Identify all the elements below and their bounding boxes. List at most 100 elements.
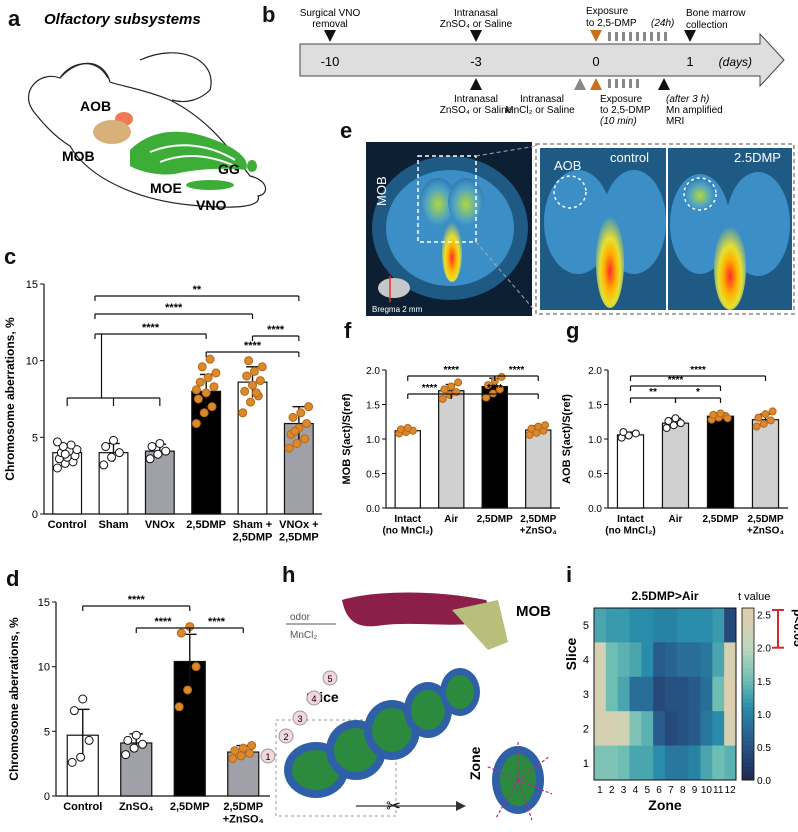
zoom-panel-frame [535, 143, 795, 315]
tick-minus3: -3 [470, 54, 482, 69]
c-point [242, 371, 252, 381]
i-heat-cell [594, 676, 607, 712]
c-xtick-label: VNOx [145, 519, 176, 531]
i-xtick-label: 10 [701, 785, 713, 796]
cut-arrowhead [456, 801, 466, 811]
g-xtick-label: Air [669, 514, 683, 525]
event-exposure-l2: to 2,5-DMP [586, 18, 637, 29]
event-surgical-l1: Surgical VNO [300, 8, 361, 19]
g-point [662, 423, 671, 432]
i-heat-cell [724, 745, 737, 781]
h-mob-label: MOB [516, 603, 551, 620]
c-xtick-label: Sham [99, 519, 129, 531]
c-point [109, 435, 118, 445]
i-xtick-label: 12 [725, 785, 737, 796]
i-heat-cell [629, 711, 642, 746]
aob-image-label: AOB [554, 158, 581, 173]
d-point [238, 743, 248, 753]
i-colorbar-segment [742, 629, 754, 635]
i-heat-cell [629, 642, 642, 678]
g-point [759, 419, 768, 428]
c-point [52, 463, 62, 473]
mri-left-bulb [420, 178, 456, 226]
event-exp10-l3: (10 min) [600, 116, 637, 127]
c-point [153, 449, 163, 459]
dmp-aob-circle [683, 177, 717, 211]
tick-1: 1 [686, 54, 693, 69]
i-xtick-label: 3 [621, 785, 627, 796]
panel-label-c: c [4, 244, 17, 269]
i-xtick-label: 9 [692, 785, 698, 796]
i-colorbar-segment [742, 616, 754, 622]
d-ytick-label: 10 [38, 662, 50, 674]
control-center-signal [596, 216, 624, 308]
event-znso4-top-l1: Intranasal [454, 8, 498, 19]
c-point [191, 419, 201, 429]
c-point [246, 397, 256, 407]
event-mncl2-l2: MnCl₂ or Saline [505, 105, 575, 116]
f-ytick-label: 1.0 [366, 435, 380, 446]
i-heat-cell [700, 642, 713, 678]
i-heat-cell [641, 711, 654, 746]
i-heat-cell [629, 676, 642, 712]
marker-mri [658, 78, 670, 90]
i-colorbar-segment [742, 668, 754, 673]
c-point [203, 373, 213, 383]
f-sig-label: **** [422, 383, 438, 394]
mob-region [93, 120, 131, 144]
c-point [296, 408, 306, 418]
g-point [723, 414, 732, 423]
d-point [183, 685, 193, 695]
i-heat-cell [594, 642, 607, 678]
f-point [497, 372, 506, 381]
c-point [248, 380, 257, 390]
i-heat-cell [700, 608, 713, 643]
i-colorbar-segment [742, 745, 754, 751]
i-ytick-label: 4 [583, 655, 589, 667]
i-heat-cell [617, 642, 630, 678]
g-point [761, 410, 770, 419]
i-sig-label: p<0.05 [791, 609, 798, 647]
mouse-ear-back-outline [139, 52, 212, 103]
mri-images: MOB Bregma 2 mm AOB control 2.5DMP [366, 142, 795, 316]
i-heat-cell [665, 711, 678, 746]
moe-fold-2 [159, 154, 236, 167]
slice-stack [275, 668, 480, 817]
slice-num-5: 5 [327, 674, 332, 684]
g-bar [751, 419, 780, 509]
i-heat-cell [665, 676, 678, 712]
i-heat-cell [629, 608, 642, 643]
f-ytick-label: 1.5 [366, 401, 380, 412]
c-point [288, 412, 298, 422]
d-xtick-label: 2,5DMP [223, 801, 263, 813]
event-exposure-l2b: (24h) [651, 18, 674, 29]
event-bone-l2: collection [686, 20, 728, 31]
i-heat-cell [605, 711, 618, 746]
g-point [619, 428, 628, 437]
mob-highlight [452, 600, 508, 650]
i-heat-cell [617, 745, 630, 781]
c-point [101, 442, 111, 452]
marker-surgical [324, 30, 336, 42]
g-ytick-label: 1.0 [588, 435, 602, 446]
c-point [147, 442, 157, 452]
marker-mncl2 [574, 78, 586, 90]
g-ytick-label: 2.0 [588, 366, 602, 377]
tick-minus10: -10 [321, 54, 340, 69]
c-point [52, 437, 62, 447]
i-colorbar-segment [742, 732, 754, 738]
c-point [197, 362, 207, 372]
i-heat-cell [712, 745, 725, 781]
i-colorbar-tick: 2.5 [757, 611, 771, 622]
d-point [76, 752, 86, 762]
i-colorbar-segment [742, 646, 754, 652]
c-point [284, 443, 294, 453]
i-heat-cell [594, 745, 607, 781]
c-point [292, 438, 302, 448]
c-sig-label: **** [244, 340, 262, 352]
marker-bone-marrow [684, 30, 696, 42]
panel-label-d: d [6, 566, 20, 591]
i-colorbar-segment [742, 625, 754, 630]
